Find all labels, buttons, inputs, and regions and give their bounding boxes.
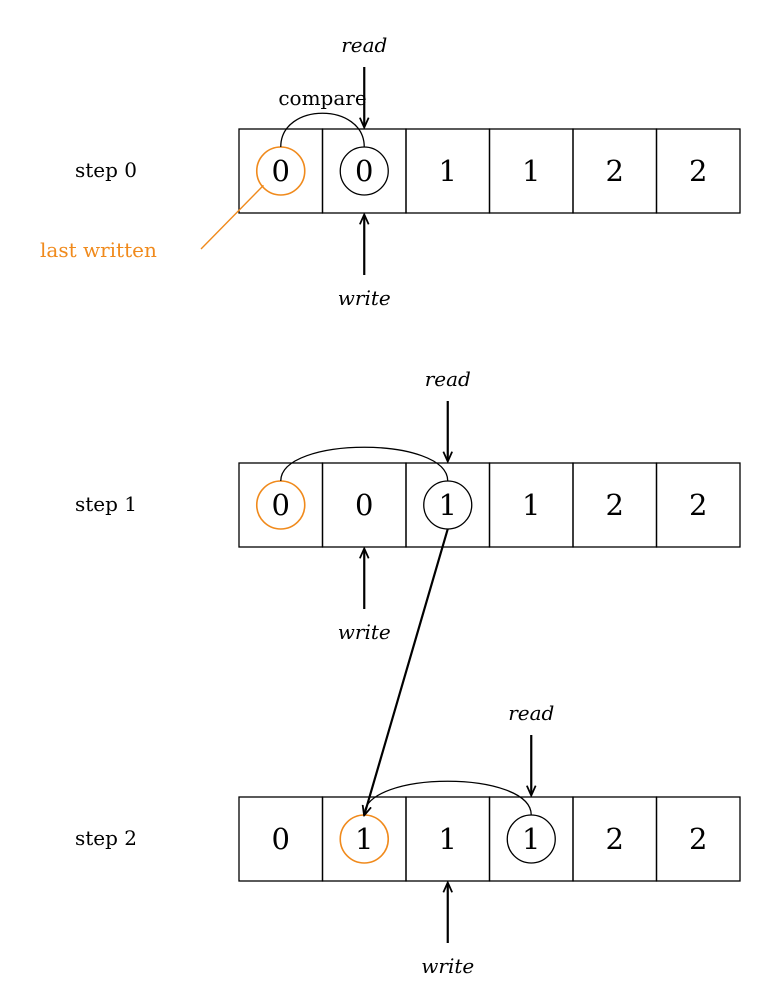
last-written-label: last written	[40, 238, 157, 262]
array-cell: 1	[405, 796, 491, 882]
array-cell: 1	[488, 796, 574, 882]
write-pointer-label: write	[421, 954, 474, 978]
step-label: step 2	[75, 826, 137, 850]
step-label: step 0	[75, 158, 137, 182]
overlay-layer	[364, 528, 449, 815]
array-cell: 2	[655, 796, 741, 882]
cell-value: 1	[439, 822, 457, 856]
step-0: step 0 0 0 1 1 2 2 read write compare last written	[40, 33, 741, 310]
array-cell: 2	[572, 462, 658, 548]
array-cell: 1	[321, 796, 407, 882]
steps-layer: step 0 0 0 1 1 2 2 read write compare last written…	[40, 33, 741, 978]
array-cell: 0	[238, 462, 324, 548]
cell-value: 1	[522, 154, 540, 188]
array-cell: 2	[655, 462, 741, 548]
cell-value: 2	[606, 488, 624, 522]
write-pointer-label: write	[338, 620, 391, 644]
write-transfer-arrow	[364, 528, 449, 815]
cell-value: 1	[522, 488, 540, 522]
array-cell: 1	[488, 462, 574, 548]
step-2: step 2 0 1 1 1 2 2 read write	[75, 701, 741, 978]
cell-box	[655, 796, 741, 882]
cell-box	[655, 462, 741, 548]
cell-value: 1	[355, 822, 373, 856]
cell-value: 2	[689, 822, 707, 856]
cell-value: 0	[272, 822, 290, 856]
array-cell: 2	[572, 796, 658, 882]
compare-arc	[280, 446, 449, 482]
cell-value: 2	[606, 822, 624, 856]
cell-value: 2	[689, 154, 707, 188]
read-pointer-label: read	[425, 367, 471, 391]
cell-value: 0	[355, 488, 373, 522]
cell-box	[655, 128, 741, 214]
array-cell: 0	[238, 796, 324, 882]
cell-value: 1	[439, 488, 457, 522]
array-cell: 0	[321, 462, 407, 548]
array-cell: 1	[488, 128, 574, 214]
cell-value: 1	[439, 154, 457, 188]
cell-value: 2	[606, 154, 624, 188]
array-cell: 2	[572, 128, 658, 214]
cell-value: 2	[689, 488, 707, 522]
read-pointer-label: read	[508, 701, 554, 725]
compare-arc	[280, 112, 365, 148]
array-cell: 1	[405, 462, 491, 548]
cell-value: 0	[355, 154, 373, 188]
array-cell: 1	[405, 128, 491, 214]
array-cell: 2	[655, 128, 741, 214]
compare-label: compare	[278, 86, 366, 110]
write-pointer-label: write	[338, 286, 391, 310]
step-1: step 1 0 0 1 1 2 2 read write	[75, 367, 741, 644]
cell-value: 1	[522, 822, 540, 856]
step-label: step 1	[75, 492, 137, 516]
compare-arc	[363, 780, 532, 816]
cell-value: 0	[272, 154, 290, 188]
last-written-leader	[200, 184, 264, 250]
read-pointer-label: read	[341, 33, 387, 57]
cell-value: 0	[272, 488, 290, 522]
